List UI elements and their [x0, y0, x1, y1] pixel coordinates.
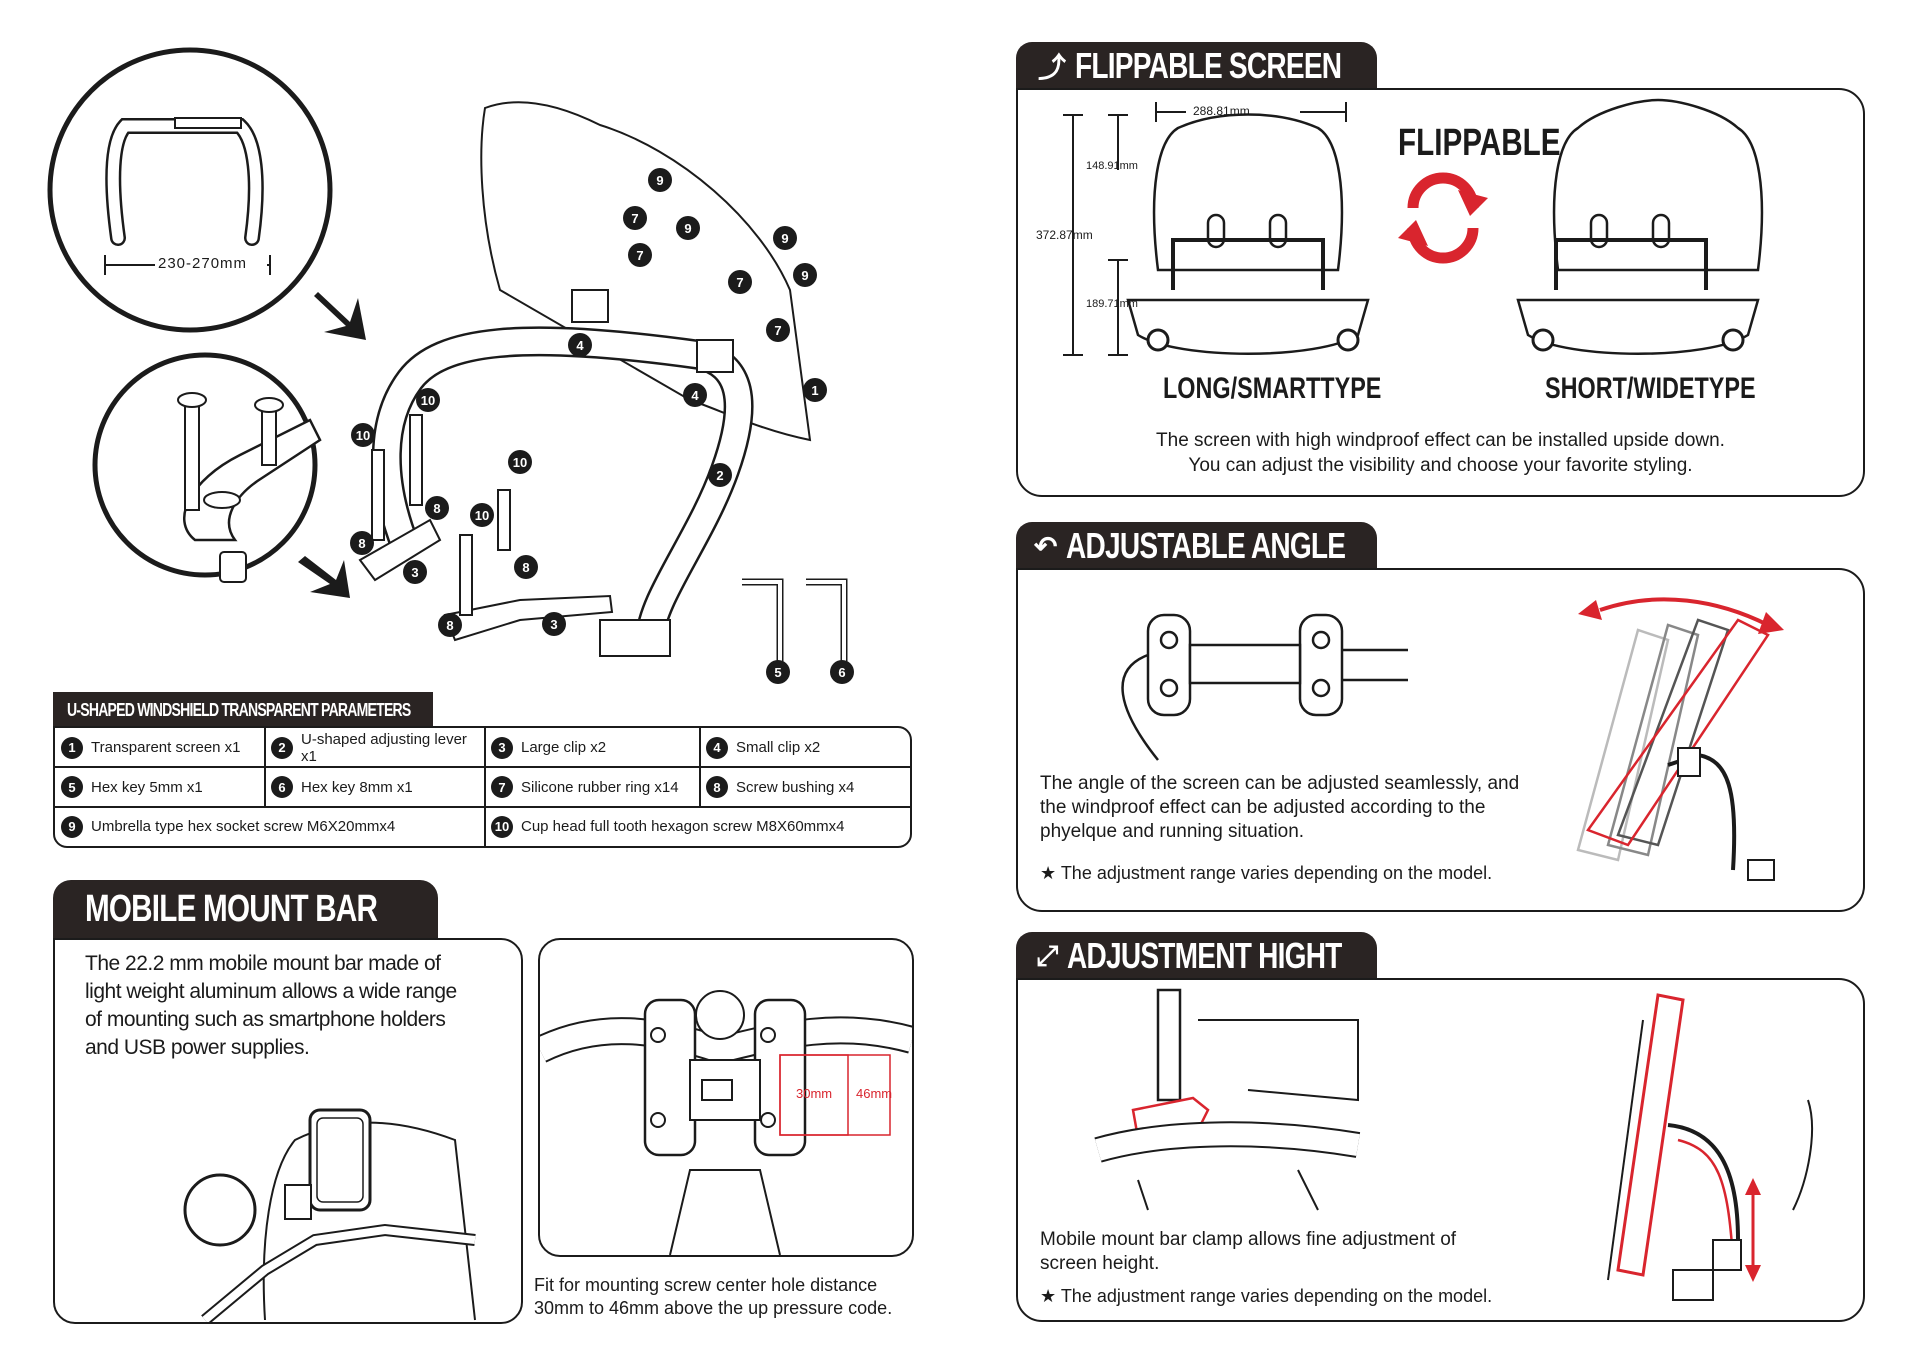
callout-number: 8 [438, 613, 462, 637]
mobile-title-tag: MOBILE MOUNT BAR [53, 880, 438, 938]
dim-30mm: 30mm [796, 1086, 833, 1101]
callout-number: 1 [803, 378, 827, 402]
parts-diagram-drawing [47, 47, 848, 680]
flip-description-2: You can adjust the visibility and choose… [1188, 455, 1693, 476]
angle-illustration [1121, 597, 1784, 881]
callout-number: 4 [568, 333, 592, 357]
angle-title-tag: ↶ ADJUSTABLE ANGLE [1016, 522, 1377, 570]
bar-width-label: 230-270mm [158, 255, 248, 272]
flip-description-1: The screen with high windproof effect ca… [1156, 430, 1725, 451]
long-type-label: LONG/SMARTTYPE [1163, 372, 1382, 405]
flip-panel: 288.81mm 148.91mm 372.87mm 189.71mm FLIP… [1016, 88, 1865, 497]
callout-number: 7 [766, 318, 790, 342]
flippable-label: FLIPPABLE [1398, 122, 1561, 164]
callout-number: 9 [676, 216, 700, 240]
dim-bottom-height: 189.71mm [1086, 298, 1138, 310]
callout-number: 8 [350, 531, 374, 555]
callout-number: 7 [628, 243, 652, 267]
callout-number: 10 [470, 503, 494, 527]
angle-note: ★ The adjustment range varies depending … [1040, 863, 1493, 883]
flip-title: FLIPPABLE SCREEN [1075, 45, 1342, 86]
height-title: ADJUSTMENT HIGHT [1067, 935, 1342, 976]
callout-number: 2 [708, 463, 732, 487]
height-title-tag: ⤢ ADJUSTMENT HIGHT [1016, 932, 1377, 980]
mobile-caption-2: 30mm to 46mm above the up pressure code. [534, 1298, 893, 1318]
mobile-text-panel: The 22.2 mm mobile mount bar made of lig… [53, 938, 523, 1324]
callout-number: 7 [623, 206, 647, 230]
callout-number: 9 [648, 168, 672, 192]
rotate-arrow-icon: ↶ [1034, 530, 1057, 562]
height-illustration [1094, 988, 1814, 1301]
callout-number: 3 [542, 612, 566, 636]
dim-total-height: 372.87mm [1036, 228, 1093, 242]
flip-arrow-icon: ⤴ [1038, 52, 1066, 83]
callout-number: 4 [683, 383, 707, 407]
mobile-title: MOBILE MOUNT BAR [85, 887, 378, 930]
dim-46mm: 46mm [856, 1086, 893, 1101]
height-arrow-icon: ⤢ [1036, 939, 1058, 971]
params-title-tag: U-SHAPED WINDSHIELD TRANSPARENT PARAMETE… [53, 692, 433, 728]
mobile-description: The 22.2 mm mobile mount bar made of lig… [85, 952, 457, 1059]
callout-number: 9 [793, 263, 817, 287]
callout-number: 8 [514, 555, 538, 579]
flip-title-tag: ⤴ FLIPPABLE SCREEN [1016, 42, 1377, 90]
dim-top-height: 148.91mm [1086, 160, 1138, 172]
angle-description: The angle of the screen can be adjusted … [1040, 773, 1520, 842]
callout-number: 7 [728, 270, 752, 294]
height-panel: Mobile mount bar clamp allows fine adjus… [1016, 978, 1865, 1322]
angle-title: ADJUSTABLE ANGLE [1066, 525, 1346, 566]
mobile-photo-panel: 30mm 46mm [538, 938, 914, 1257]
callout-number: 8 [425, 496, 449, 520]
callout-number: 3 [403, 560, 427, 584]
callout-number: 10 [416, 388, 440, 412]
handlebar-clamp-illustration [540, 990, 912, 1255]
callout-number: 10 [351, 423, 375, 447]
callout-number: 6 [830, 660, 854, 684]
params-title: U-SHAPED WINDSHIELD TRANSPARENT PARAMETE… [67, 699, 411, 720]
angle-panel: The angle of the screen can be adjusted … [1016, 568, 1865, 912]
dim-width: 288.81mm [1193, 104, 1250, 118]
short-type-label: SHORT/WIDETYPE [1545, 372, 1756, 405]
callout-number: 9 [773, 226, 797, 250]
flip-illustration [1063, 98, 1764, 356]
height-description: Mobile mount bar clamp allows fine adjus… [1040, 1229, 1457, 1274]
height-note: ★ The adjustment range varies depending … [1040, 1286, 1493, 1306]
mobile-caption-1: Fit for mounting screw center hole dista… [534, 1275, 878, 1295]
callout-number: 10 [508, 450, 532, 474]
callout-number: 5 [766, 660, 790, 684]
params-grid [55, 728, 910, 846]
mobile-mount-illustration [183, 1108, 476, 1322]
